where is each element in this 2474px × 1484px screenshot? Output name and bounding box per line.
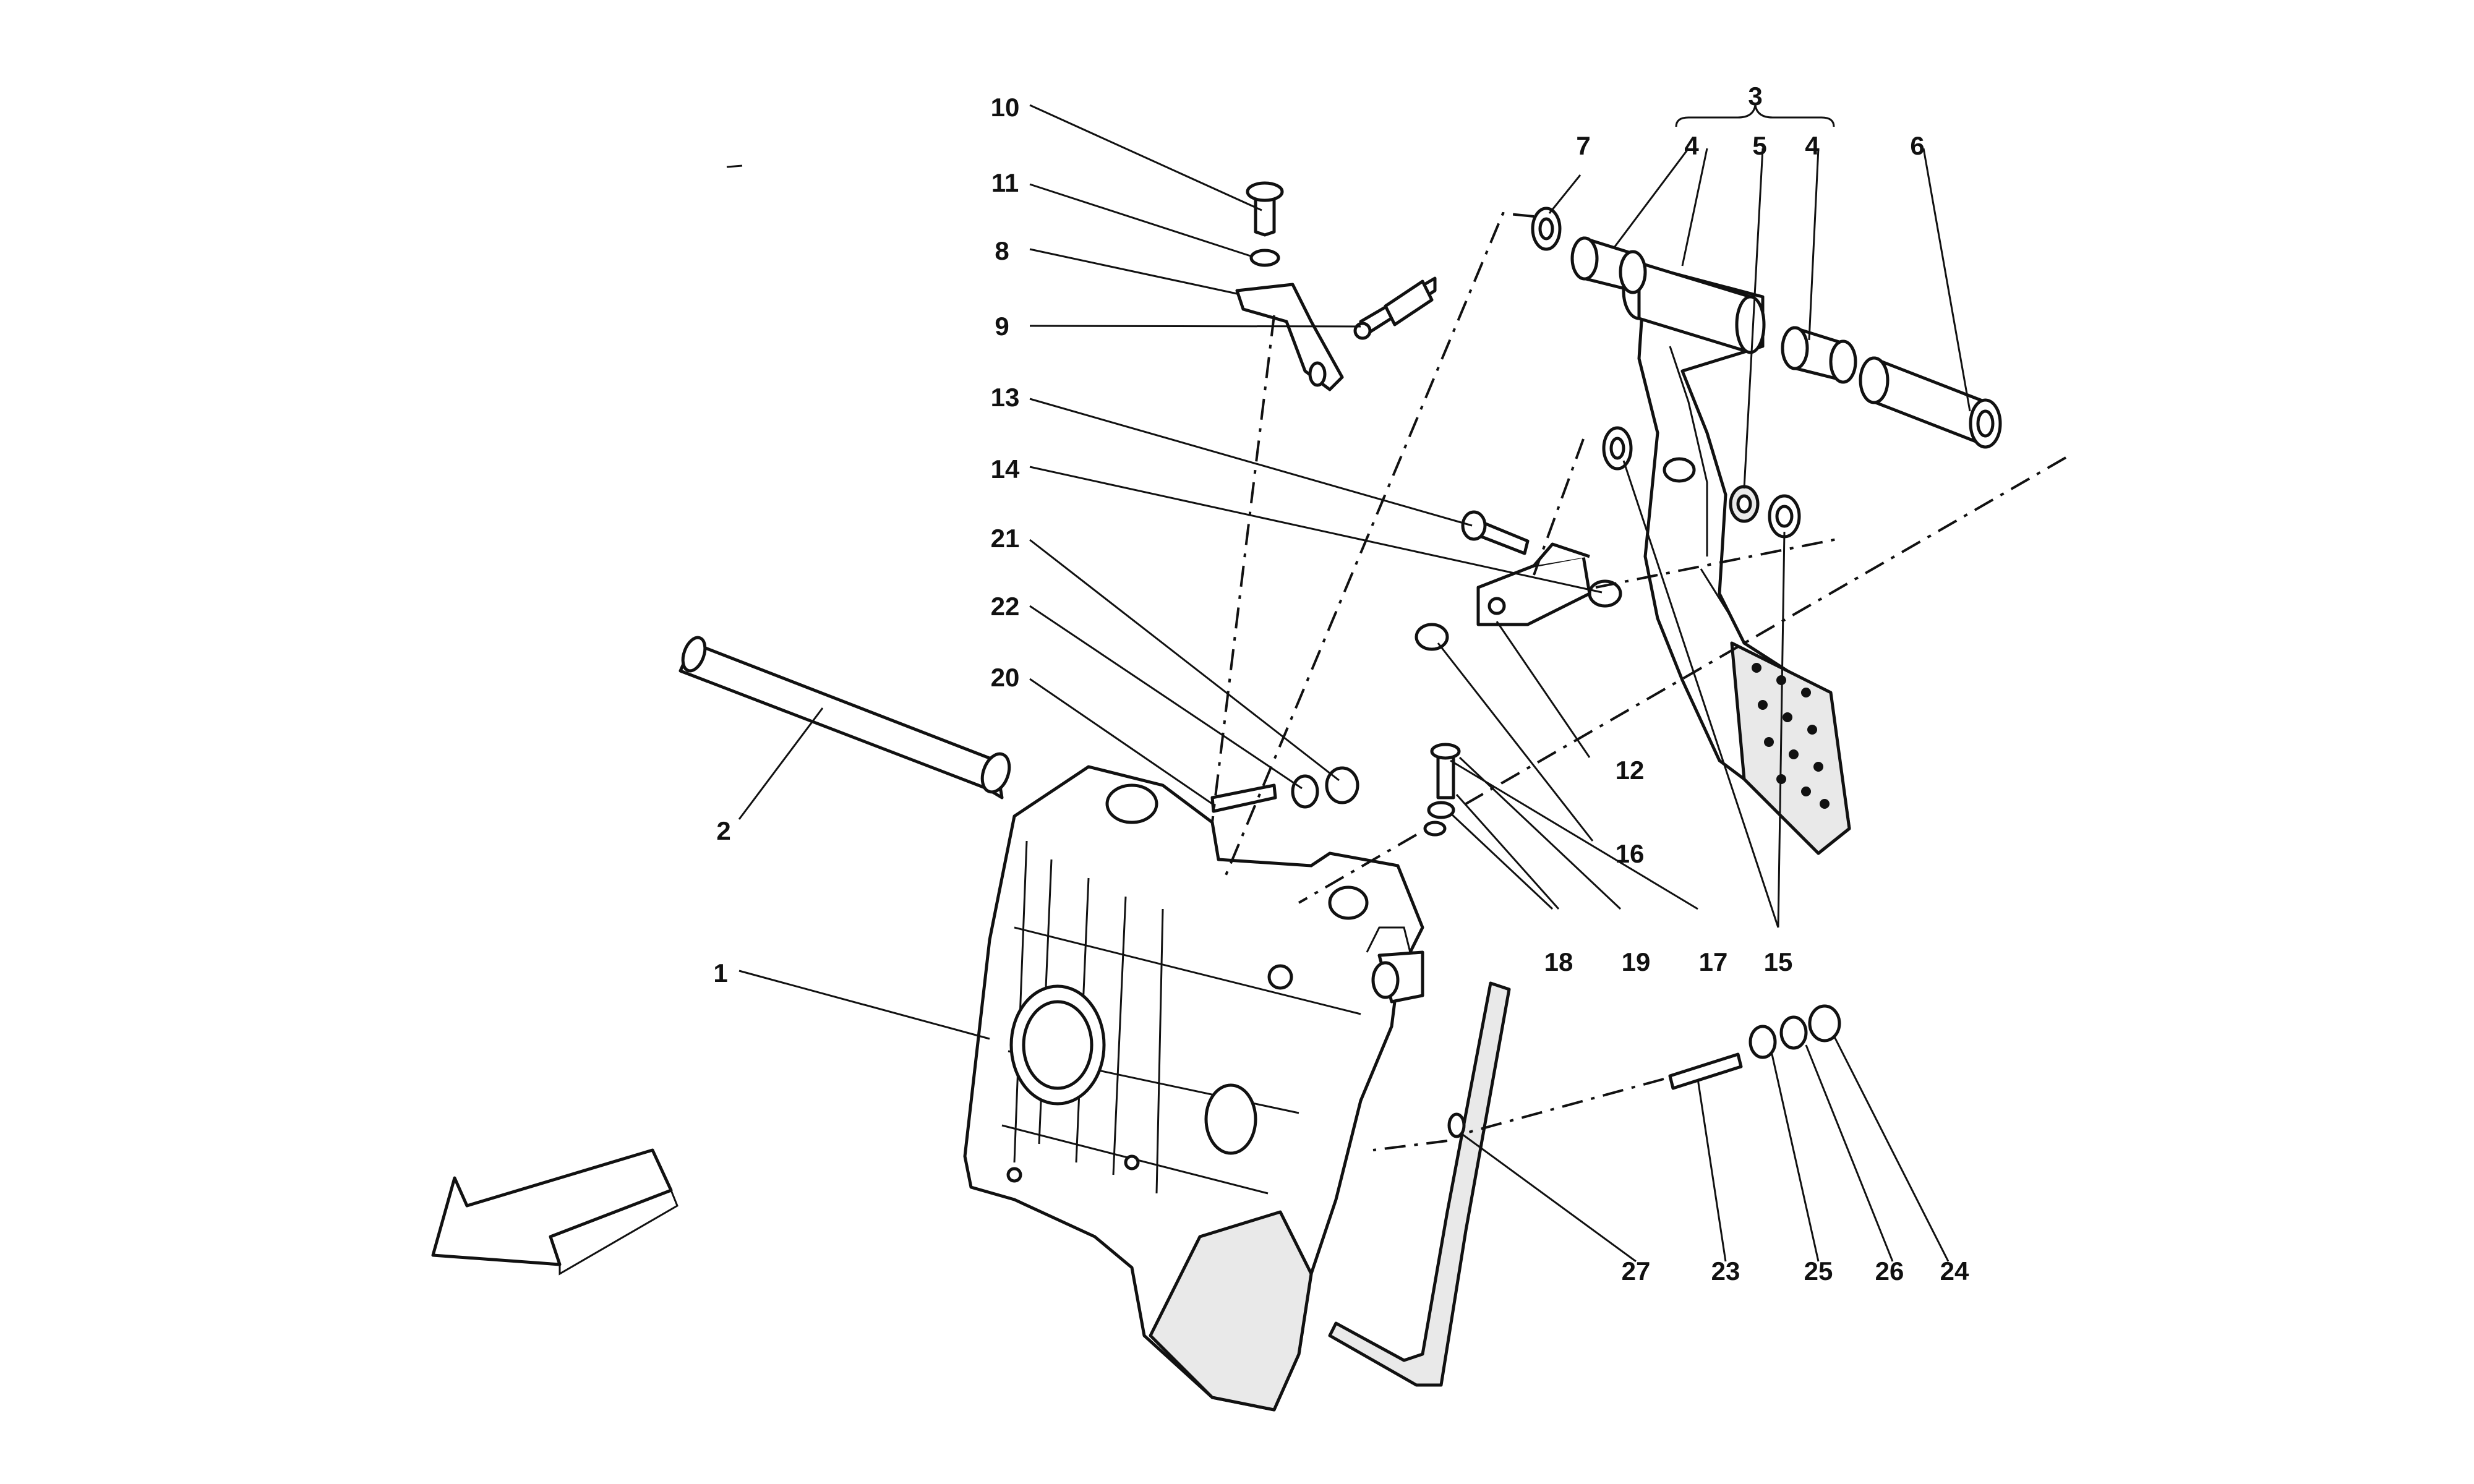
washer-18: [1423, 821, 1447, 837]
stud-20: [1210, 783, 1277, 813]
screw-10: [1246, 181, 1284, 237]
washer-15b: [1768, 494, 1801, 539]
nut-16: [1415, 623, 1449, 651]
callout-25: 25: [1804, 1256, 1833, 1286]
callout-22: 22: [991, 592, 1020, 621]
callout-14: 14: [991, 454, 1020, 484]
callout-13: 13: [991, 383, 1020, 412]
callout-26: 26: [1875, 1256, 1904, 1286]
leader-lines: [738, 104, 1971, 1263]
callout-10: 10: [991, 93, 1020, 122]
washer-26: [1779, 1015, 1808, 1050]
callout-2: 2: [716, 816, 730, 845]
callout-27: 27: [1622, 1256, 1651, 1286]
spacer-5: [1729, 485, 1760, 523]
pedal-arm: [1622, 261, 1851, 855]
stop-bracket: [1476, 542, 1591, 626]
washer-22: [1291, 774, 1319, 809]
washer-15a: [1602, 426, 1633, 471]
pedal-shaft: [678, 636, 1011, 800]
stud-23: [1668, 1052, 1743, 1090]
bolt-13: [1461, 510, 1530, 555]
callout-7: 7: [1576, 131, 1590, 160]
callout-21: 21: [991, 524, 1020, 553]
callout-8: 8: [995, 236, 1009, 265]
callout-23: 23: [1711, 1256, 1740, 1286]
washer-25: [1748, 1025, 1777, 1059]
switch-9: [1353, 276, 1437, 340]
direction-arrow-icon: [431, 1148, 678, 1276]
nut-24: [1808, 1004, 1841, 1043]
bushing-right: [1781, 326, 1857, 384]
washer-7: [1531, 207, 1562, 251]
callout-18: 18: [1544, 947, 1573, 976]
callout-1: 1: [713, 958, 727, 987]
callout-24: 24: [1940, 1256, 1969, 1286]
bushing-left: [1570, 236, 1647, 294]
pedal-box-bracket: [963, 765, 1424, 1412]
rubber-seal: [1328, 981, 1511, 1387]
callout-3: 3: [1748, 82, 1762, 111]
callout-labels: 1 2 3 4 4 5 6 7 8 9 10 11 12 13 14 15 16…: [713, 82, 1969, 1286]
callout-19: 19: [1622, 947, 1651, 976]
callout-5: 5: [1752, 131, 1766, 160]
callout-4b: 4: [1805, 131, 1820, 160]
callout-11: 11: [991, 168, 1019, 197]
callout-4a: 4: [1684, 131, 1699, 160]
callout-9: 9: [995, 312, 1009, 341]
callout-17: 17: [1699, 947, 1728, 976]
pedal-pad-holes: [1752, 663, 1830, 809]
screw-17: [1430, 743, 1461, 800]
washer-11: [1249, 249, 1280, 267]
callout-6: 6: [1910, 131, 1924, 160]
callout-20: 20: [991, 663, 1020, 692]
assembly-axes: [1211, 211, 2066, 1151]
washer-19: [1427, 801, 1455, 819]
callout-12: 12: [1616, 756, 1645, 785]
callout-15: 15: [1764, 947, 1793, 976]
sleeve: [1859, 356, 2002, 449]
switch-bracket: [1235, 283, 1344, 391]
callout-16: 16: [1616, 839, 1645, 868]
